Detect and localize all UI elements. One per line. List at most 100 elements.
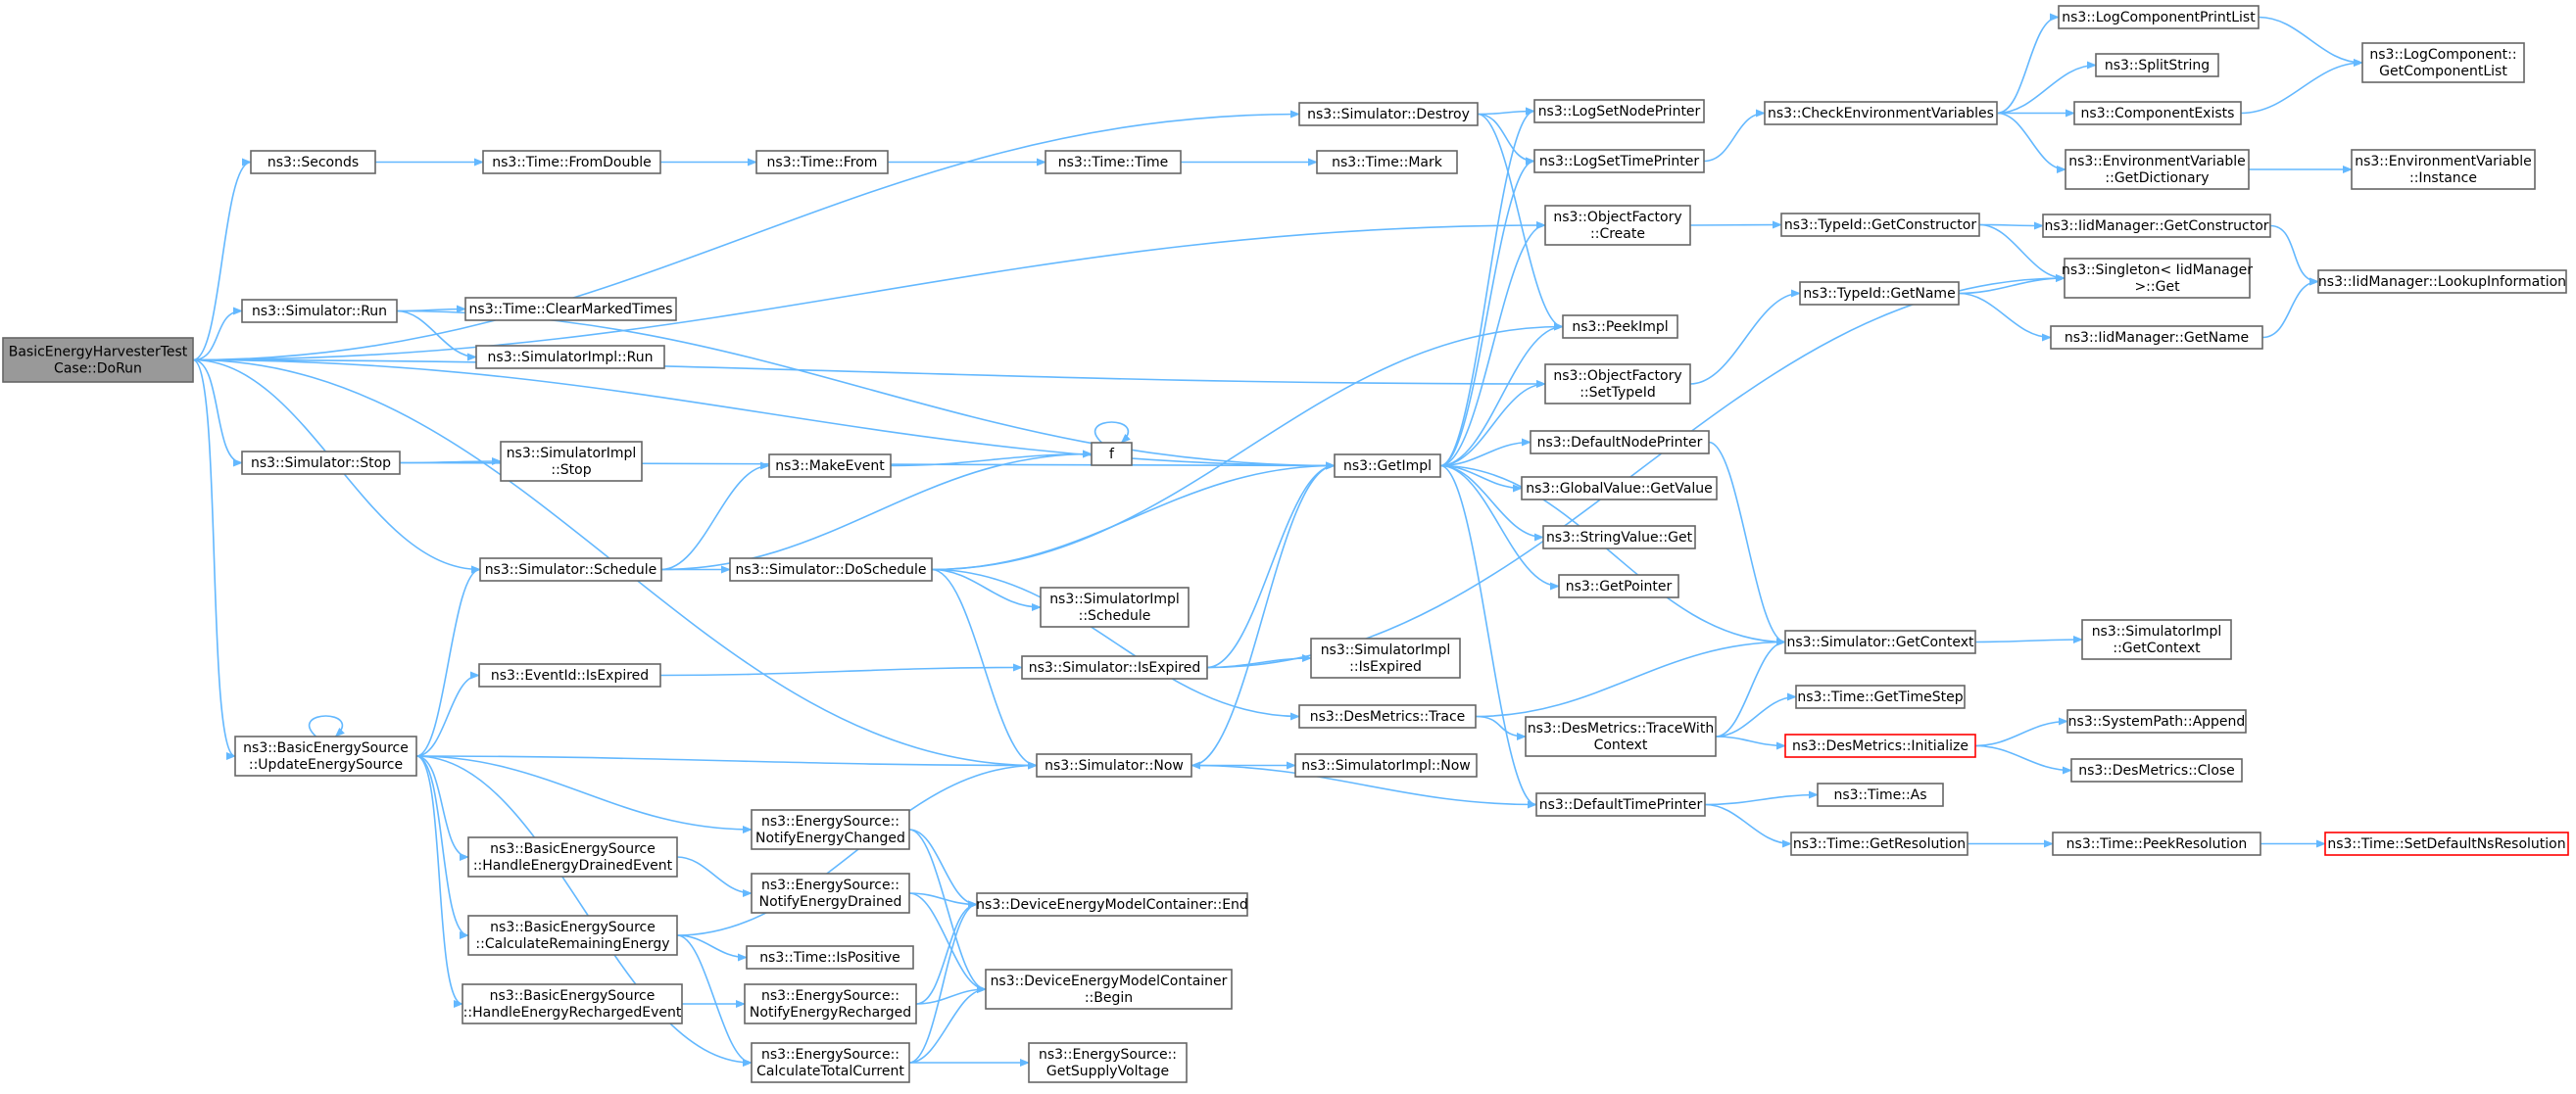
node-setDefaultNsRes[interactable]: ns3::Time::SetDefaultNsResolution (2324, 832, 2569, 856)
node-fromDouble[interactable]: ns3::Time::FromDouble (482, 150, 661, 174)
node-box (1544, 363, 1691, 404)
node-ofSetTypeId[interactable]: ns3::ObjectFactory::SetTypeId (1544, 363, 1691, 404)
node-desClose[interactable]: ns3::DesMetrics::Close (2070, 758, 2243, 783)
node-label: ns3::EnvironmentVariable (2355, 154, 2532, 169)
node-simNow[interactable]: ns3::Simulator::Now (1036, 753, 1192, 778)
node-logCompPrintList[interactable]: ns3::LogComponentPrintList (2058, 5, 2260, 29)
node-eventIsExpired[interactable]: ns3::EventId::IsExpired (478, 663, 661, 688)
node-seconds[interactable]: ns3::Seconds (250, 150, 376, 174)
node-sysPathAppend[interactable]: ns3::SystemPath::Append (2066, 709, 2247, 734)
node-timeGetStep[interactable]: ns3::Time::GetTimeStep (1795, 685, 1966, 709)
node-checkEnv[interactable]: ns3::CheckEnvironmentVariables (1764, 101, 1998, 125)
node-label: ns3::TypeId::GetConstructor (1784, 217, 1976, 233)
node-splitString[interactable]: ns3::SplitString (2095, 53, 2219, 77)
node-box (2070, 758, 2243, 783)
node-getSupply[interactable]: ns3::EnergySource::GetSupplyVoltage (1028, 1042, 1188, 1083)
node-handleDrained[interactable]: ns3::BasicEnergySource::HandleEnergyDrai… (467, 836, 678, 878)
node-defTimePrinter[interactable]: ns3::DefaultTimePrinter (1535, 792, 1706, 817)
node-timeFrom[interactable]: ns3::Time::From (755, 150, 889, 174)
node-ofCreate[interactable]: ns3::ObjectFactory::Create (1544, 205, 1691, 246)
node-updateES[interactable]: ns3::BasicEnergySource::UpdateEnergySour… (234, 736, 417, 777)
node-simIsExpired[interactable]: ns3::Simulator::IsExpired (1021, 655, 1208, 680)
node-simImplRun[interactable]: ns3::SimulatorImpl::Run (475, 345, 665, 369)
node-timeMark[interactable]: ns3::Time::Mark (1316, 150, 1458, 174)
node-isPositive[interactable]: ns3::Time::IsPositive (746, 945, 914, 970)
node-gvGetValue[interactable]: ns3::GlobalValue::GetValue (1521, 476, 1718, 500)
node-f[interactable]: f (1091, 442, 1133, 466)
node-box (478, 663, 661, 688)
node-clearMarked[interactable]: ns3::Time::ClearMarkedTimes (464, 297, 677, 321)
node-simImplIsExpired[interactable]: ns3::SimulatorImpl::IsExpired (1310, 638, 1461, 679)
edge-iidGetCtor-to-iidLookup (2269, 224, 2319, 286)
node-run[interactable]: ns3::Simulator::Run (241, 299, 398, 323)
node-calcRemaining[interactable]: ns3::BasicEnergySource::CalculateRemaini… (467, 915, 678, 956)
edge-updateES-to-calcRemaining (415, 755, 469, 939)
node-label: NotifyEnergyRecharged (750, 1005, 911, 1021)
edge-iidGetName-to-iidLookup (2261, 277, 2319, 339)
node-tidGetCtor[interactable]: ns3::TypeId::GetConstructor (1780, 213, 1980, 237)
node-doSchedule[interactable]: ns3::Simulator::DoSchedule (729, 557, 933, 582)
node-box (2, 337, 194, 383)
node-box (2050, 325, 2263, 350)
node-notifyDrained[interactable]: ns3::EnergySource::NotifyEnergyDrained (751, 873, 910, 914)
edge-updateES-to-notifyChanged (415, 755, 753, 833)
node-simGetContext[interactable]: ns3::Simulator::GetContext (1784, 630, 1976, 654)
node-destroy[interactable]: ns3::Simulator::Destroy (1298, 102, 1479, 126)
node-timeAs[interactable]: ns3::Time::As (1817, 783, 1944, 807)
node-label: ns3::Simulator::Schedule (485, 562, 657, 578)
node-box (1558, 574, 1679, 598)
node-envInstance[interactable]: ns3::EnvironmentVariable::Instance (2351, 149, 2536, 190)
node-box (479, 557, 662, 582)
node-label: ns3::SplitString (2105, 58, 2210, 73)
node-singletonGet[interactable]: ns3::Singleton< IidManager>::Get (2062, 258, 2253, 299)
edge-getImpl-to-peekImpl (1439, 322, 1564, 467)
node-makeEvent[interactable]: ns3::MakeEvent (768, 453, 892, 478)
node-iidGetCtor[interactable]: ns3::IidManager::GetConstructor (2042, 214, 2271, 238)
edges-layer (192, 13, 2363, 1067)
node-label: ns3::LogSetTimePrinter (1539, 154, 1700, 169)
node-schedule[interactable]: ns3::Simulator::Schedule (479, 557, 662, 582)
edge-traceWith-to-simGetContext (1715, 638, 1786, 737)
node-svGet[interactable]: ns3::StringValue::Get (1542, 525, 1696, 549)
node-desTrace[interactable]: ns3::DesMetrics::Trace (1298, 704, 1477, 729)
node-tidGetName[interactable]: ns3::TypeId::GetName (1799, 281, 1960, 306)
node-iidGetName[interactable]: ns3::IidManager::GetName (2050, 325, 2263, 350)
node-box (1817, 783, 1944, 807)
node-calcTotal[interactable]: ns3::EnergySource::CalculateTotalCurrent (751, 1042, 910, 1083)
node-label: ns3::DesMetrics::Initialize (1792, 738, 1968, 754)
node-desInit[interactable]: ns3::DesMetrics::Initialize (1784, 734, 1976, 758)
node-label: ns3::ObjectFactory (1553, 210, 1681, 225)
node-notifyChanged[interactable]: ns3::EnergySource::NotifyEnergyChanged (751, 809, 910, 850)
edge-handleDrained-to-notifyDrained (676, 856, 753, 897)
node-defNodePrinter[interactable]: ns3::DefaultNodePrinter (1530, 430, 1710, 454)
node-simImplGetCtx[interactable]: ns3::SimulatorImpl::GetContext (2081, 619, 2232, 660)
node-box (1091, 442, 1133, 466)
node-timeTime[interactable]: ns3::Time::Time (1045, 150, 1182, 174)
node-envGetDict[interactable]: ns3::EnvironmentVariable::GetDictionary (2065, 149, 2250, 190)
node-peekImpl[interactable]: ns3::PeekImpl (1562, 314, 1678, 339)
node-devEnd[interactable]: ns3::DeviceEnergyModelContainer::End (976, 892, 1248, 917)
node-logCompGetList[interactable]: ns3::LogComponent::GetComponentList (2361, 42, 2525, 83)
node-handleRecharged[interactable]: ns3::BasicEnergySource::HandleEnergyRech… (462, 983, 683, 1024)
edge-root-to-ofCreate (192, 221, 1546, 361)
node-devBegin[interactable]: ns3::DeviceEnergyModelContainer::Begin (985, 969, 1233, 1010)
node-box (768, 453, 892, 478)
node-stop[interactable]: ns3::Simulator::Stop (241, 451, 401, 475)
node-logNodePrinter[interactable]: ns3::LogSetNodePrinter (1533, 99, 1705, 123)
edge-getImpl-to-simGetContext (1439, 464, 1786, 646)
node-logTimePrinter[interactable]: ns3::LogSetTimePrinter (1533, 149, 1705, 173)
node-timeGetRes[interactable]: ns3::Time::GetResolution (1790, 832, 1968, 856)
node-iidLookup[interactable]: ns3::IidManager::LookupInformation (2317, 269, 2567, 294)
node-notifyRecharged[interactable]: ns3::EnergySource::NotifyEnergyRecharged (744, 983, 917, 1024)
node-getPointer[interactable]: ns3::GetPointer (1558, 574, 1679, 598)
node-simImplStop[interactable]: ns3::SimulatorImpl::Stop (500, 441, 643, 482)
node-timePeekRes[interactable]: ns3::Time::PeekResolution (2052, 832, 2261, 856)
node-simImplNow[interactable]: ns3::SimulatorImpl::Now (1294, 753, 1478, 778)
node-simImplSchedule[interactable]: ns3::SimulatorImpl::Schedule (1040, 587, 1190, 628)
edge-ofSetTypeId-to-tidGetName (1689, 289, 1801, 385)
node-getImpl[interactable]: ns3::GetImpl (1334, 453, 1441, 478)
node-compExists[interactable]: ns3::ComponentExists (2073, 101, 2242, 125)
edge-getImpl-to-defTimePrinter (1439, 464, 1537, 809)
